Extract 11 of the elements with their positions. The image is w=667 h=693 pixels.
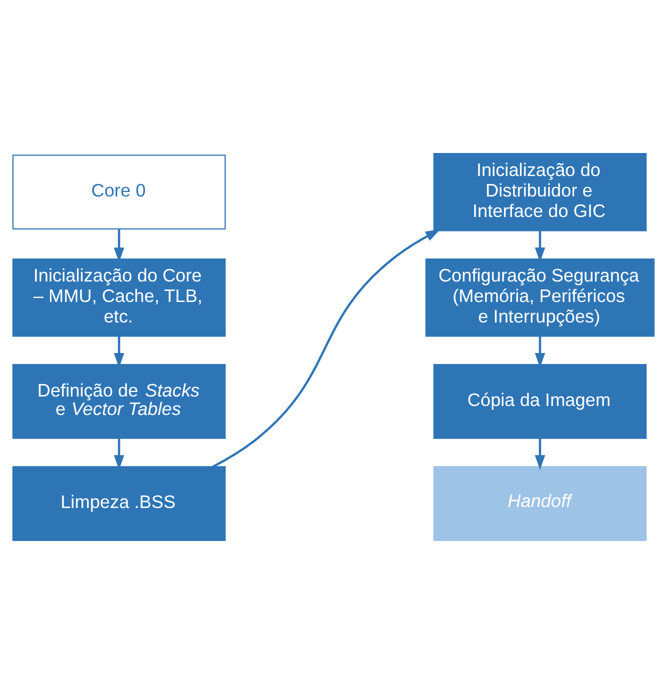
node-box: Core 0 (12, 154, 226, 230)
node-box: Inicialização do Distribuidor e Interface do GIC (433, 152, 647, 231)
arrow (212, 228, 440, 468)
node-box: Cópia da Imagem (433, 364, 647, 438)
node-box: Definição de Stacks e Vector Tables (12, 364, 226, 438)
arrow (114, 438, 124, 470)
arrow (534, 438, 546, 470)
node-box: Handoff (433, 466, 647, 541)
node-box: Inicialização do Core – MMU, Cache, TLB, etc. (12, 258, 226, 336)
node-box: Limpeza .BSS (12, 466, 226, 541)
node-box: Configuração Segurança (Memória, Periféricos e Interrupções) (425, 258, 655, 336)
